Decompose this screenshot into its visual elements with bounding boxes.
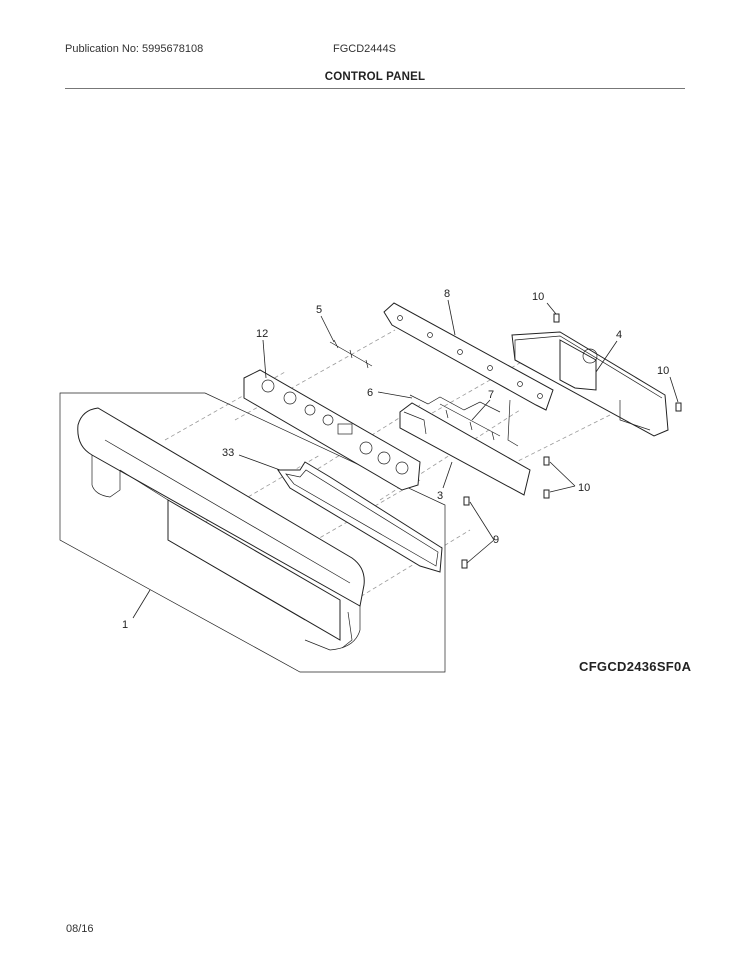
console-group-outline: [59, 392, 446, 673]
callout-6: 6: [367, 387, 373, 399]
callout-10-top: 10: [532, 291, 544, 303]
callout-10-lower: 10: [578, 482, 590, 494]
header-divider: [65, 88, 685, 89]
callout-8: 8: [444, 288, 450, 300]
harness-part-6: [409, 394, 501, 413]
publication-date: 08/16: [66, 923, 94, 935]
bracket-part-7: [439, 403, 501, 441]
housing-part-4: [511, 331, 669, 437]
publication-number: Publication No: 5995678108: [65, 43, 204, 55]
control-bezel-part-12: [243, 369, 421, 491]
overlay-gasket-part-33: [277, 461, 443, 573]
callout-33: 33: [222, 447, 234, 459]
callout-4: 4: [616, 329, 622, 341]
callout-12: 12: [256, 328, 268, 340]
section-title: CONTROL PANEL: [324, 71, 426, 83]
callout-numbers: 8 10 5 4 12 10 6 7 33 3 10 9 1: [122, 288, 669, 631]
upper-board-part-8: [383, 302, 554, 411]
main-board-part-3: [399, 399, 531, 496]
callout-3: 3: [437, 490, 443, 502]
front-console-part-1: [77, 407, 365, 651]
callout-5: 5: [316, 304, 322, 316]
model-number: FGCD2444S: [333, 43, 396, 55]
callout-1: 1: [122, 619, 128, 631]
callout-9: 9: [493, 534, 499, 546]
callout-10-right: 10: [657, 365, 669, 377]
screws: [461, 313, 682, 569]
diagram-code: CFGCD2436SF0A: [579, 659, 692, 674]
callout-7: 7: [488, 389, 494, 401]
clip-part-5: [329, 339, 373, 369]
leader-lines: [132, 299, 679, 619]
